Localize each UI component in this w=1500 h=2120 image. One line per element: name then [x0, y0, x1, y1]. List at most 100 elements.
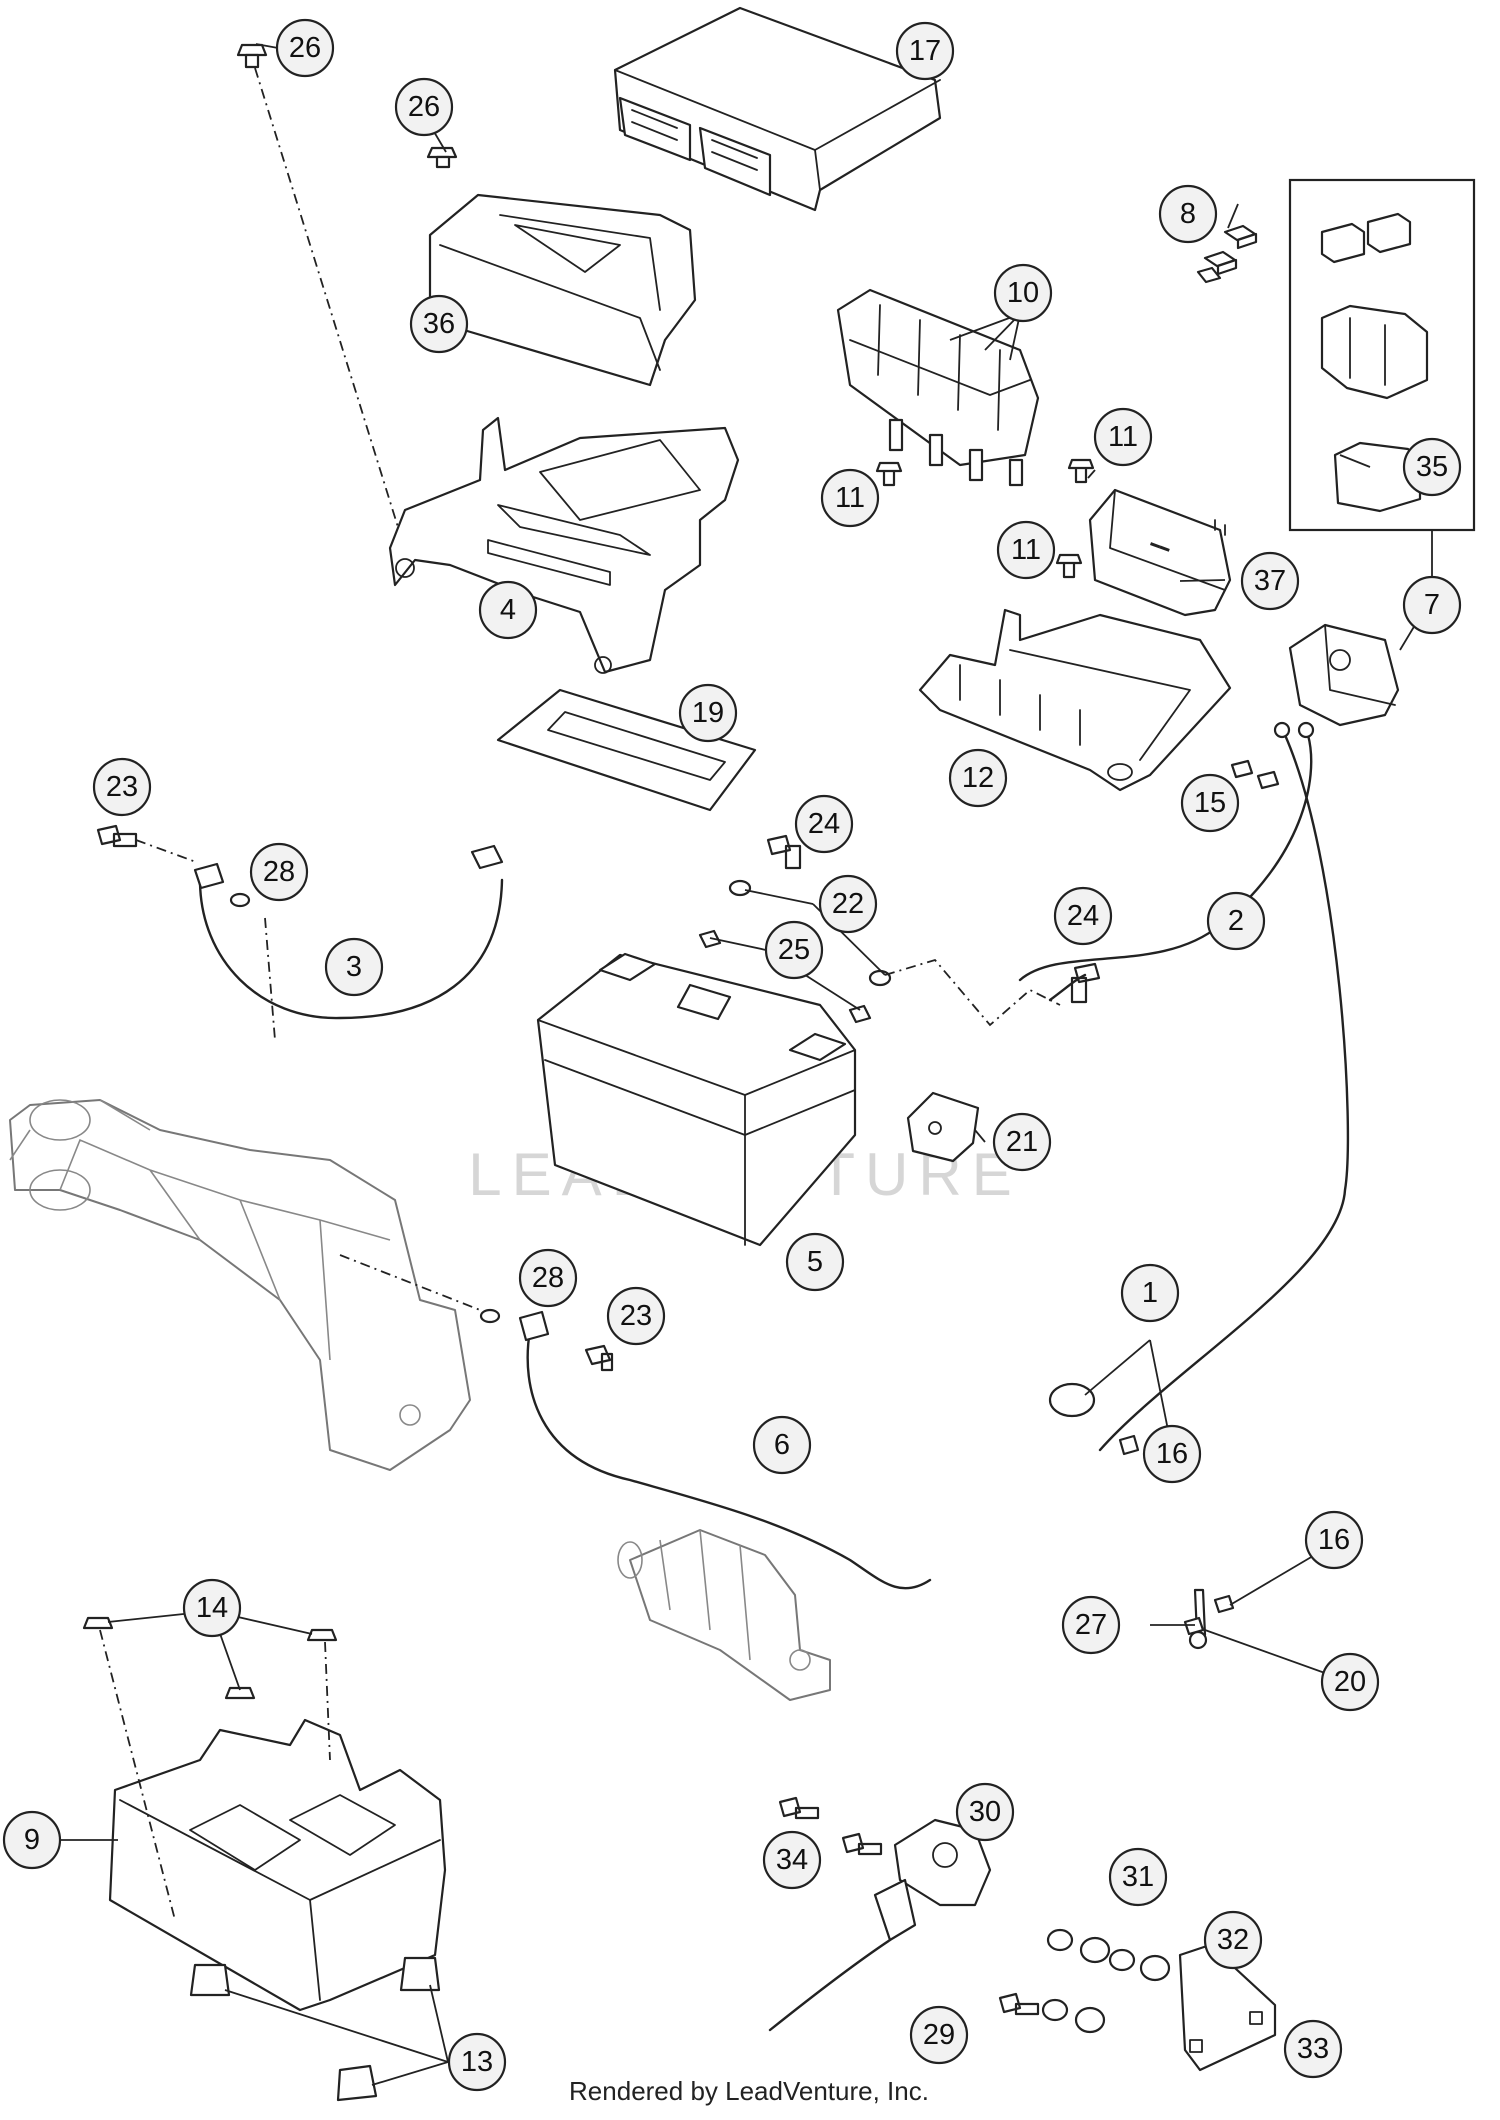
svg-text:36: 36 [423, 308, 455, 340]
svg-text:16: 16 [1318, 1524, 1350, 1556]
callout-37: 37 [1240, 551, 1300, 611]
svg-text:37: 37 [1254, 565, 1286, 597]
callout-35: 35 [1402, 437, 1462, 497]
callout-26-b: 26 [394, 77, 454, 137]
callout-11-a: 11 [820, 468, 880, 528]
svg-text:13: 13 [461, 2046, 493, 2078]
svg-text:11: 11 [835, 482, 865, 514]
callout-11-b: 11 [1093, 407, 1153, 467]
svg-text:19: 19 [692, 697, 724, 729]
callout-5: 5 [785, 1232, 845, 1292]
svg-text:14: 14 [196, 1592, 228, 1624]
callout-16-a: 16 [1142, 1424, 1202, 1484]
callout-33: 33 [1283, 2019, 1343, 2079]
starter-motor [617, 1529, 831, 1701]
cable-6 [479, 1308, 932, 1590]
fuse-box-tray-12 [918, 608, 1232, 792]
svg-text:31: 31 [1122, 1861, 1154, 1893]
callout-13: 13 [447, 2032, 507, 2092]
svg-text:7: 7 [1424, 589, 1440, 621]
callout-12: 12 [948, 748, 1008, 808]
svg-text:2: 2 [1228, 905, 1244, 937]
ecu-17 [613, 6, 942, 212]
svg-text:30: 30 [969, 1796, 1001, 1828]
svg-text:1: 1 [1142, 1277, 1158, 1309]
bolt-26-short [426, 146, 458, 169]
svg-text:24: 24 [1067, 900, 1099, 932]
callout-27: 27 [1061, 1595, 1121, 1655]
svg-text:32: 32 [1217, 1924, 1249, 1956]
screws-15 [1230, 759, 1280, 790]
svg-text:29: 29 [923, 2019, 955, 2051]
svg-text:26: 26 [408, 91, 440, 123]
callout-14: 14 [182, 1578, 242, 1638]
svg-text:28: 28 [263, 856, 295, 888]
svg-text:21: 21 [1006, 1126, 1038, 1158]
cables-1-2 [1018, 721, 1350, 1452]
credit-text: Rendered by LeadVenture, Inc. [569, 2076, 929, 2106]
callout-8: 8 [1158, 184, 1218, 244]
svg-text:27: 27 [1075, 1609, 1107, 1641]
sensor-30 [768, 1818, 992, 2032]
callout-25: 25 [764, 920, 824, 980]
callout-36: 36 [409, 294, 469, 354]
callout-11-c: 11 [996, 520, 1056, 580]
callout-7: 7 [1402, 575, 1462, 635]
battery-5 [536, 952, 857, 1247]
svg-text:17: 17 [909, 35, 941, 67]
callout-28-b: 28 [518, 1248, 578, 1308]
bolt-26-long [236, 43, 403, 541]
callout-28-a: 28 [249, 842, 309, 902]
bolts-14 [82, 1616, 338, 1921]
svg-text:33: 33 [1297, 2033, 1329, 2065]
svg-text:11: 11 [1011, 534, 1041, 566]
callout-23-b: 23 [606, 1286, 666, 1346]
callout-29: 29 [909, 2005, 969, 2065]
callout-16-b: 16 [1304, 1510, 1364, 1570]
terminal-1 [1048, 1382, 1140, 1456]
svg-text:16: 16 [1156, 1438, 1188, 1470]
callout-34: 34 [762, 1830, 822, 1890]
svg-text:23: 23 [106, 771, 138, 803]
ecu-holder-36 [428, 193, 697, 387]
svg-text:20: 20 [1334, 1666, 1366, 1698]
callout-30: 30 [955, 1782, 1015, 1842]
svg-text:22: 22 [832, 888, 864, 920]
svg-text:11: 11 [1108, 421, 1138, 453]
screws-11 [875, 458, 1095, 579]
callout-2: 2 [1206, 891, 1266, 951]
callout-10: 10 [993, 263, 1053, 323]
callout-21: 21 [992, 1112, 1052, 1172]
callout-15: 15 [1180, 773, 1240, 833]
bolt-23-top [96, 824, 276, 1041]
kit-box-35 [1288, 178, 1476, 532]
svg-text:25: 25 [778, 934, 810, 966]
dash-28-frame [339, 1254, 481, 1311]
svg-text:4: 4 [500, 594, 516, 626]
rubber-dampers-13 [189, 1956, 441, 2102]
pad-19 [496, 688, 757, 812]
terminal-cover-21 [906, 1091, 980, 1163]
callout-6: 6 [752, 1415, 812, 1475]
svg-text:5: 5 [807, 1246, 823, 1278]
callout-4: 4 [478, 580, 538, 640]
ground-bracket-27 [1183, 1588, 1235, 1650]
callout-1: 1 [1120, 1263, 1180, 1323]
callout-32: 32 [1203, 1910, 1263, 1970]
battery-tray-9 [108, 1718, 447, 2012]
callout-22: 22 [818, 874, 878, 934]
svg-text:9: 9 [24, 1824, 40, 1856]
rubber-parts-31-32 [998, 1928, 1171, 2034]
terminal-2 [1048, 973, 1087, 1002]
svg-text:3: 3 [346, 951, 362, 983]
bolts-34 [778, 1796, 883, 1856]
svg-text:26: 26 [289, 32, 321, 64]
svg-text:15: 15 [1194, 787, 1226, 819]
svg-text:24: 24 [808, 808, 840, 840]
callout-3: 3 [324, 937, 384, 997]
callout-17: 17 [895, 21, 955, 81]
frame [9, 1099, 471, 1471]
bracket-plate-4 [388, 416, 740, 674]
relays-10 [836, 288, 1040, 487]
